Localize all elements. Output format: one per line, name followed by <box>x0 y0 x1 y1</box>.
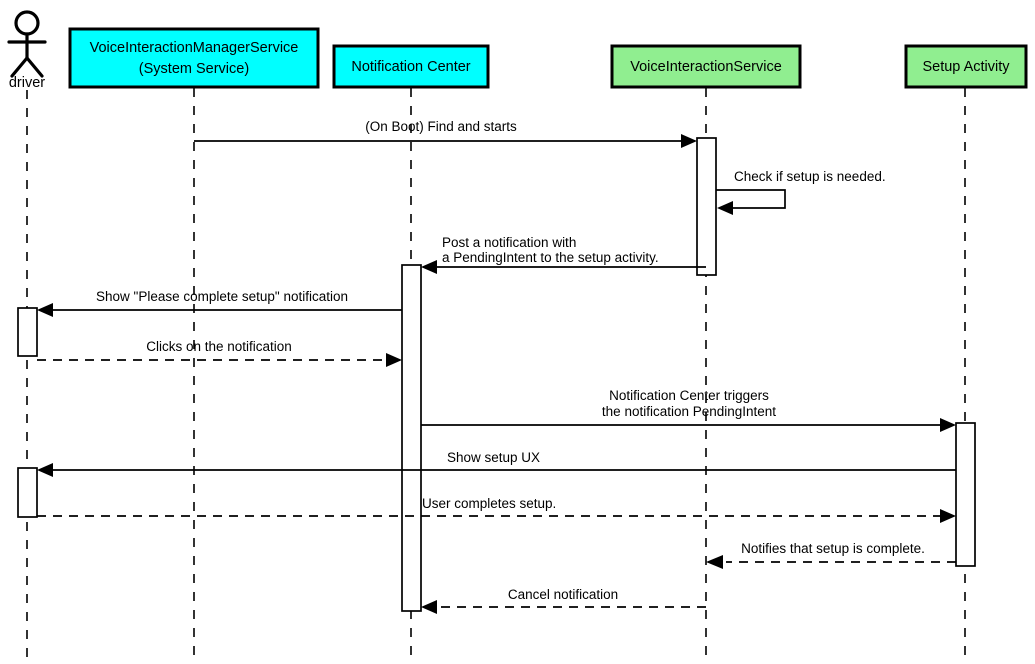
message-label-3-line1: Post a notification with <box>442 235 576 250</box>
activation-bar-driver-first <box>17 307 38 357</box>
message-label-2: Check if setup is needed. <box>734 169 886 184</box>
message-arrowhead-3 <box>421 260 437 274</box>
message-label-9: Notifies that setup is complete. <box>741 541 925 556</box>
participant-vis[interactable]: VoiceInteractionService <box>610 44 802 89</box>
message-arrowhead-6 <box>940 418 956 432</box>
activation-bars-layer <box>17 137 976 612</box>
participant-label-vims-line2: (System Service) <box>139 61 249 77</box>
participant-label-setup-activity: Setup Activity <box>922 59 1010 75</box>
participant-label-vis: VoiceInteractionService <box>630 59 782 75</box>
participant-driver[interactable]: driver <box>7 10 47 91</box>
message-label-7: Show setup UX <box>447 450 540 465</box>
message-post-a-notification[interactable]: Post a notification with a PendingIntent… <box>421 235 706 274</box>
message-arrowhead-9 <box>706 555 723 569</box>
participant-label-notification-center: Notification Center <box>351 59 470 75</box>
activation-bar-vis <box>696 137 717 276</box>
message-cancel-notification[interactable]: Cancel notification <box>421 587 706 614</box>
message-user-completes-setup[interactable]: User completes setup. <box>37 496 956 523</box>
message-show-please-complete-setup-notification[interactable]: Show "Please complete setup" notificatio… <box>37 289 402 317</box>
participant-box-vis[interactable] <box>610 44 802 89</box>
message-arrowhead-1 <box>681 134 697 148</box>
message-clicks-on-the-notification[interactable]: Clicks on the notification <box>37 339 402 367</box>
participant-notification-center[interactable]: Notification Center <box>332 44 490 89</box>
message-arrowhead-5 <box>386 353 402 367</box>
participant-box-setup-activity[interactable] <box>904 44 1028 89</box>
message-notification-center-triggers-pendingintent[interactable]: Notification Center triggers the notific… <box>421 388 956 432</box>
participant-box-notification-center[interactable] <box>332 44 490 89</box>
message-label-1: (On Boot) Find and starts <box>365 119 517 134</box>
message-label-3-line2: a PendingIntent to the setup activity. <box>442 250 659 265</box>
activation-bar-notification-center <box>401 264 422 612</box>
message-label-8: User completes setup. <box>422 496 556 511</box>
participant-setup-activity[interactable]: Setup Activity <box>904 44 1028 89</box>
message-label-10: Cancel notification <box>508 587 618 602</box>
message-arrowhead-4 <box>37 303 53 317</box>
participant-label-vims-line1: VoiceInteractionManagerService <box>90 40 299 56</box>
message-arrowhead-7 <box>37 463 53 477</box>
message-show-setup-ux[interactable]: Show setup UX <box>37 450 956 477</box>
message-check-if-setup-is-needed[interactable]: Check if setup is needed. <box>716 169 886 215</box>
participant-headers: driver VoiceInteractionManagerService (S… <box>7 10 1028 91</box>
message-arrowhead-10 <box>421 600 437 614</box>
message-arrowhead-8 <box>940 509 956 523</box>
actor-stick-figure-icon <box>7 10 47 78</box>
message-notifies-that-setup-is-complete[interactable]: Notifies that setup is complete. <box>706 541 956 569</box>
activation-bar-driver-second <box>17 467 38 518</box>
message-label-6-line2: the notification PendingIntent <box>602 404 776 419</box>
participant-box-vims[interactable] <box>68 27 320 89</box>
message-label-6-line1: Notification Center triggers <box>609 388 769 403</box>
activation-bar-setup-activity <box>955 422 976 567</box>
message-arrowhead-2 <box>717 201 733 215</box>
message-on-boot-find-and-starts[interactable]: (On Boot) Find and starts <box>194 119 697 148</box>
message-label-5: Clicks on the notification <box>146 339 292 354</box>
messages-layer: (On Boot) Find and starts Check if setup… <box>37 119 956 614</box>
message-label-4: Show "Please complete setup" notificatio… <box>96 289 348 304</box>
participant-label-driver: driver <box>9 75 45 91</box>
message-line-2-self-loop <box>716 189 786 209</box>
participant-vims[interactable]: VoiceInteractionManagerService (System S… <box>68 27 320 89</box>
